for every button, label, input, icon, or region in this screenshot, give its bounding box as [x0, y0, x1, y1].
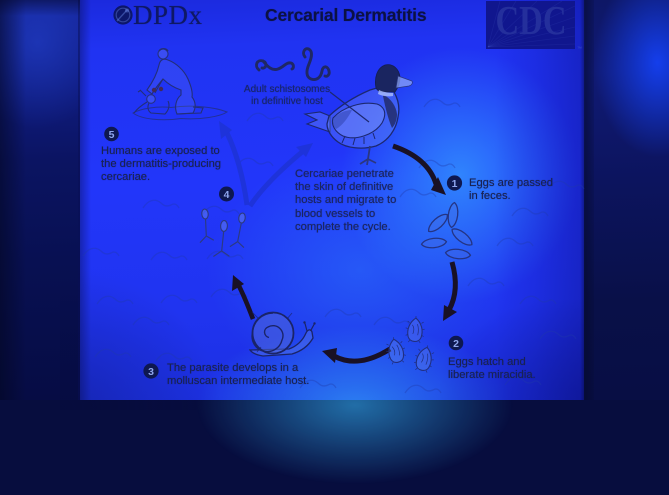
svg-text:™: ™ — [577, 46, 582, 52]
svg-text:3: 3 — [148, 366, 154, 378]
svg-text:1: 1 — [452, 178, 458, 190]
svg-text:5: 5 — [109, 129, 115, 141]
svg-text:CDC: CDC — [496, 0, 567, 43]
svg-text:2: 2 — [453, 338, 459, 350]
svg-text:4: 4 — [224, 189, 230, 201]
